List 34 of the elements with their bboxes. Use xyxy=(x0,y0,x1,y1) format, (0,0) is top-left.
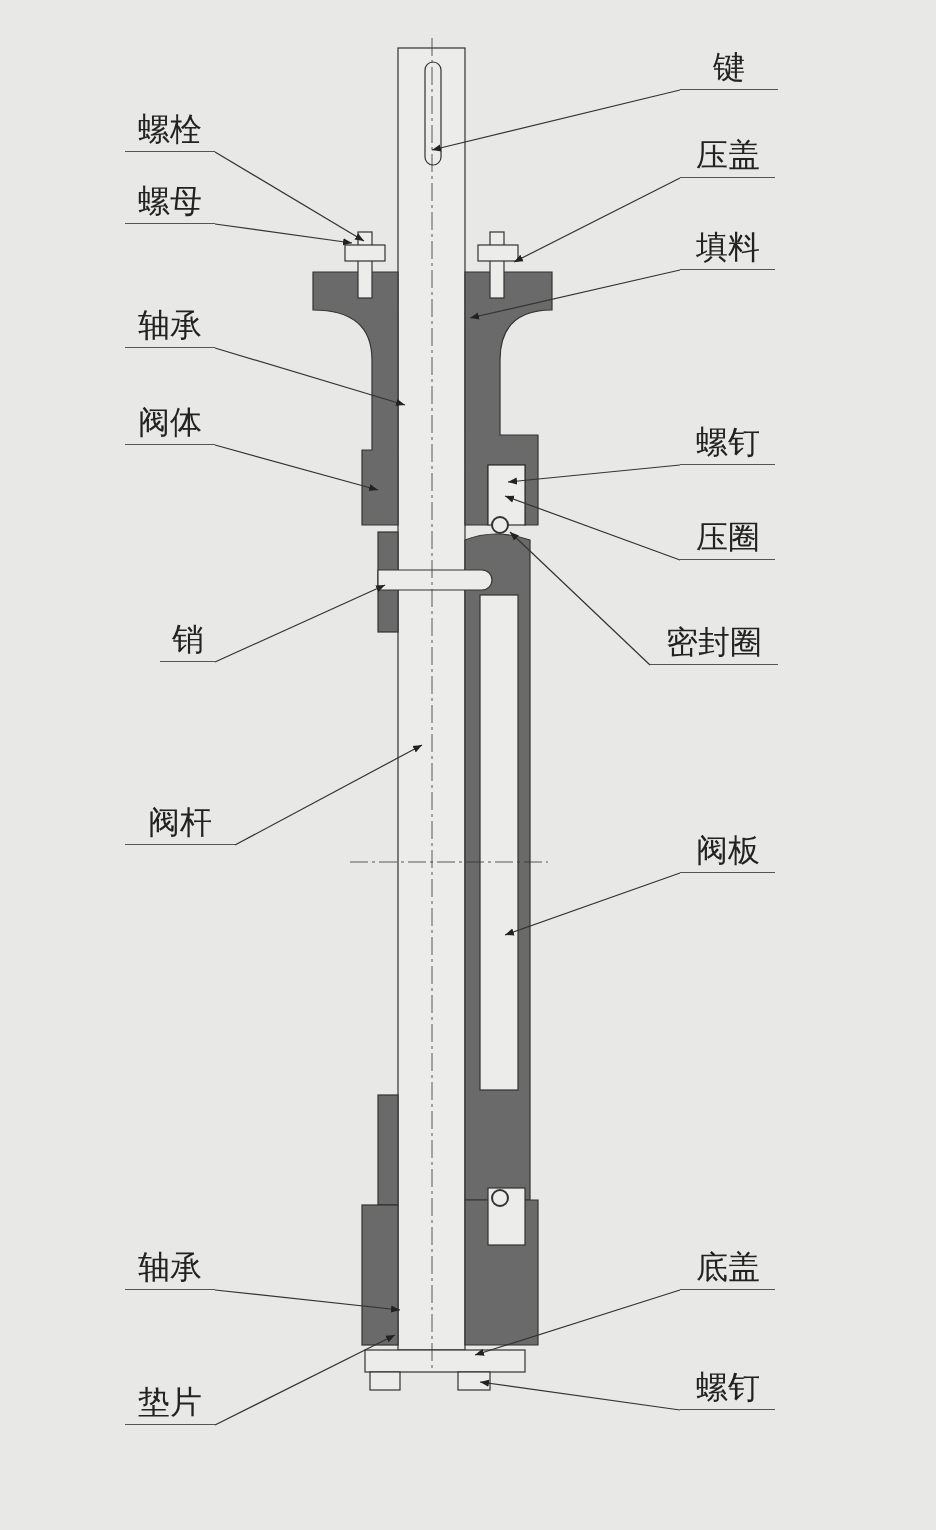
part-label: 密封圈 xyxy=(650,621,778,665)
part-label: 轴承 xyxy=(125,304,215,348)
part-label: 压盖 xyxy=(680,134,775,178)
part-label: 轴承 xyxy=(125,1246,215,1290)
leader-line xyxy=(431,89,681,152)
leader-line xyxy=(513,177,681,263)
part-label: 阀体 xyxy=(125,401,215,445)
part-label: 螺母 xyxy=(125,180,215,224)
leader-line xyxy=(509,531,651,666)
leader-line xyxy=(474,1289,681,1356)
part-label: 键 xyxy=(680,46,778,90)
leader-line xyxy=(214,223,353,246)
part-label: 螺钉 xyxy=(680,1366,775,1410)
leader-line xyxy=(504,495,681,561)
part-label: 压圈 xyxy=(680,516,775,560)
leader-line xyxy=(214,347,406,406)
part-label: 垫片 xyxy=(125,1381,215,1425)
leader-line xyxy=(214,1289,401,1313)
leader-line xyxy=(469,269,681,320)
part-label: 销 xyxy=(160,618,215,662)
leader-line xyxy=(507,464,681,485)
part-label: 螺栓 xyxy=(125,108,215,152)
leader-line xyxy=(214,1334,396,1426)
leader-line xyxy=(214,444,379,492)
leader-line xyxy=(479,1379,681,1411)
part-label: 底盖 xyxy=(680,1246,775,1290)
part-label: 阀杆 xyxy=(125,801,235,845)
part-label: 阀板 xyxy=(680,829,775,873)
part-label: 填料 xyxy=(680,226,775,270)
leader-line xyxy=(214,151,365,242)
leader-line xyxy=(504,872,681,936)
leader-line xyxy=(234,744,423,846)
leader-line xyxy=(214,584,386,663)
part-label: 螺钉 xyxy=(680,421,775,465)
